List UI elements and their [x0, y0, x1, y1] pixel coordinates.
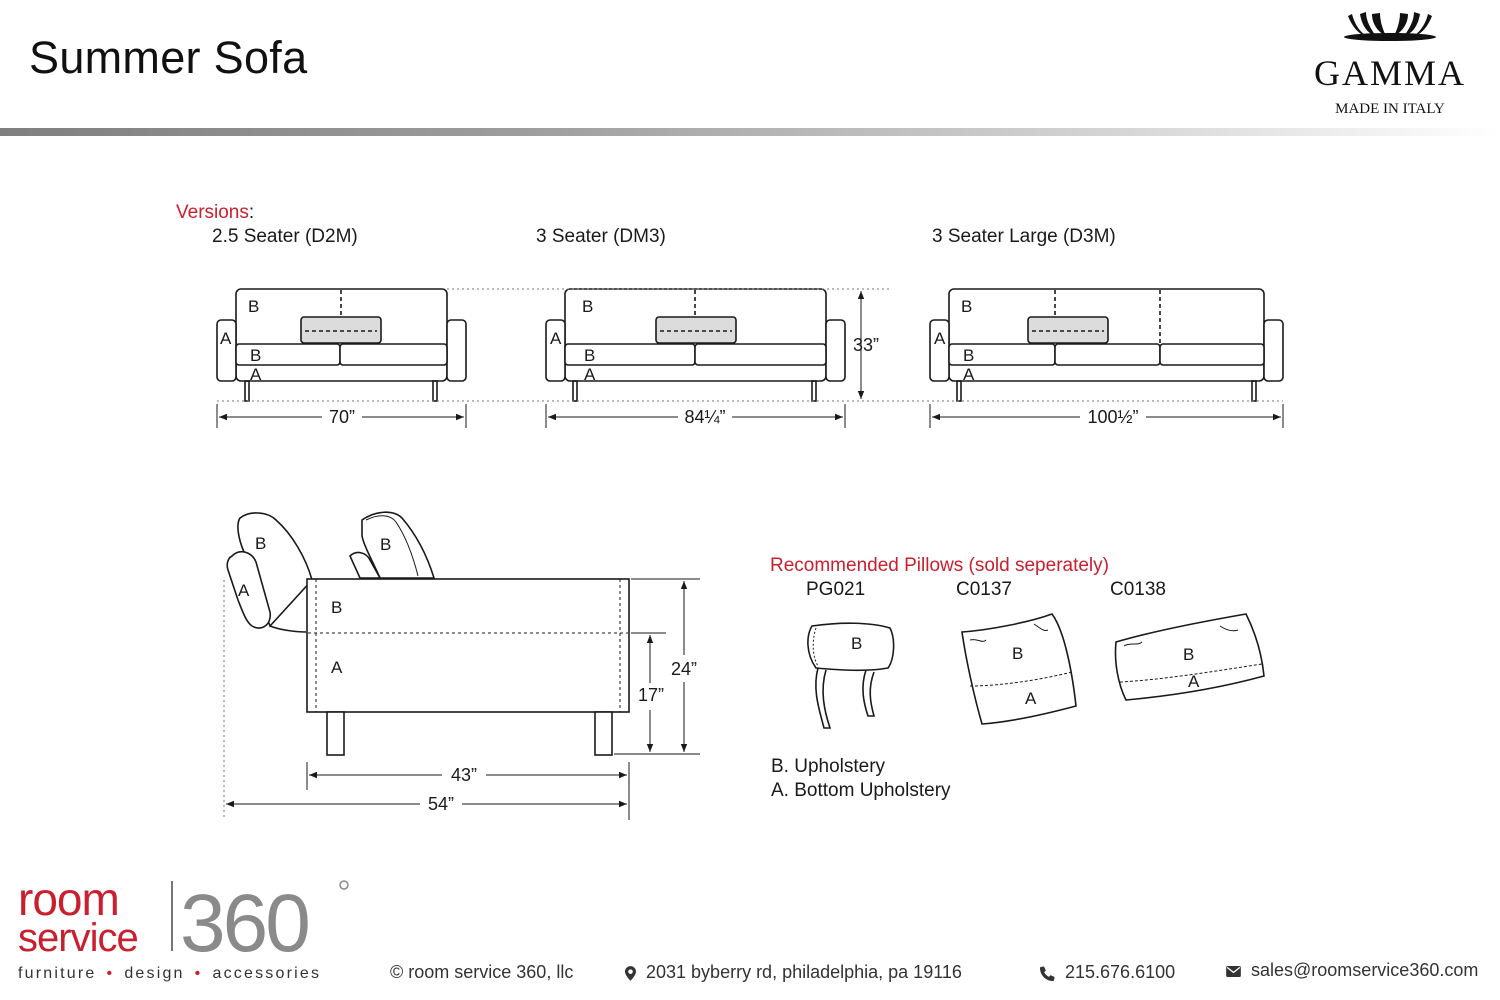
part-label-b: B	[1012, 644, 1023, 663]
legend-upholstery: B. Upholstery	[771, 756, 886, 777]
side-dimension-lines	[223, 578, 700, 820]
pillow-code-pg021: PG021	[806, 579, 866, 600]
logo-word-service: service	[18, 916, 138, 960]
version-label-d3m: 3 Seater Large (D3M)	[932, 226, 1116, 247]
page-title: Summer Sofa	[29, 32, 308, 83]
part-label-b: B	[380, 535, 391, 554]
room-service-360-logo: room service 360	[18, 875, 349, 965]
pillows-heading: Recommended Pillows (sold seperately)	[770, 555, 1109, 576]
part-label-a: A	[331, 658, 343, 677]
degree-icon	[339, 880, 349, 890]
sofa-front-view-d2m	[216, 288, 467, 402]
part-label-a: A	[238, 581, 250, 600]
footer-email[interactable]: sales@roomservice360.com	[1226, 960, 1478, 981]
header-divider	[0, 128, 1500, 136]
total-depth-label: 54”	[428, 794, 454, 814]
version-label-dm3: 3 Seater (DM3)	[536, 226, 666, 247]
footer-tagline: furniture•design•accessories	[18, 965, 322, 982]
part-label-b: B	[248, 297, 259, 316]
logo-word-room: room	[18, 875, 119, 925]
part-label-a: A	[934, 329, 946, 348]
part-label-b: B	[961, 297, 972, 316]
footer-address: 2031 byberry rd, philadelphia, pa 19116	[625, 962, 962, 983]
brand-tagline: MADE IN ITALY	[1335, 101, 1445, 117]
version-label-d2m: 2.5 Seater (D2M)	[212, 226, 358, 247]
footer-copyright: © room service 360, llc	[390, 962, 574, 982]
phone-icon	[1040, 966, 1055, 981]
part-label-a: A	[963, 365, 975, 384]
total-height-label: 24”	[671, 659, 697, 679]
width-label-d2m: 70”	[329, 407, 355, 427]
part-label-b: B	[1183, 645, 1194, 664]
map-pin-icon	[625, 965, 636, 981]
height-label: 33”	[853, 335, 879, 355]
part-label-b: B	[250, 346, 261, 365]
footer-phone[interactable]: 215.676.6100	[1040, 962, 1175, 983]
part-label-a: A	[220, 329, 232, 348]
pillow-pg021	[807, 622, 895, 729]
pillow-c0137	[961, 613, 1077, 725]
part-label-b: B	[255, 534, 266, 553]
envelope-icon	[1226, 965, 1241, 977]
gamma-logo	[1344, 12, 1436, 41]
sofa-side-view	[226, 511, 630, 756]
part-label-b: B	[584, 346, 595, 365]
legend-bottom-upholstery: A. Bottom Upholstery	[771, 780, 951, 801]
width-label-dm3: 84¼”	[684, 407, 725, 427]
part-label-b: B	[331, 598, 342, 617]
seat-height-label: 17”	[638, 685, 664, 705]
width-label-d3m: 100½”	[1087, 407, 1138, 427]
pillow-code-c0138: C0138	[1110, 579, 1166, 600]
part-label-b: B	[963, 346, 974, 365]
pillow-code-c0137: C0137	[956, 579, 1012, 600]
front-dimension-lines	[216, 288, 1284, 428]
sofa-front-view-dm3	[545, 288, 846, 402]
brand-name: GAMMA	[1313, 53, 1466, 93]
seat-depth-label: 43”	[451, 765, 477, 785]
gamma-leaf-icon	[1344, 12, 1436, 41]
sofa-front-view-d3m	[929, 288, 1284, 402]
part-label-a: A	[250, 365, 262, 384]
part-label-a: A	[1025, 689, 1037, 708]
part-label-a: A	[550, 329, 562, 348]
part-label-b: B	[582, 297, 593, 316]
part-label-a: A	[584, 365, 596, 384]
pillow-c0138	[1114, 613, 1265, 701]
part-label-a: A	[1188, 672, 1200, 691]
logo-number-360: 360	[180, 878, 308, 965]
part-label-b: B	[851, 634, 862, 653]
versions-heading: Versions:	[176, 202, 255, 223]
